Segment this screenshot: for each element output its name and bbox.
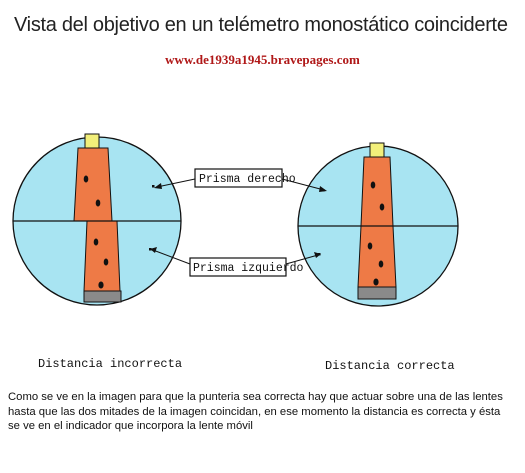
left-lower-dot: [149, 248, 152, 251]
right-bottom-door: [373, 278, 379, 286]
left-prism-arrow-right: [285, 254, 319, 265]
left-bottom-door: [98, 281, 104, 289]
right-prism-label-box: [194, 168, 283, 188]
source-url: www.de1939a1945.bravepages.com: [165, 52, 360, 67]
right-prism-arrow-right: [281, 178, 325, 191]
right-prism-label-group: Prisma derecho: [154, 168, 327, 192]
left-prism-arrowhead-right: [314, 252, 321, 258]
left-view: [12, 133, 182, 306]
right-bottom-tower-body: [357, 225, 397, 288]
right-bottom-tower: [357, 225, 397, 300]
right-prism-arrow-left: [156, 178, 196, 188]
left-prism-label-box: [189, 257, 287, 277]
left-upper-dot: [152, 185, 155, 188]
right-top-tower: [360, 142, 394, 227]
right-top-window: [370, 181, 376, 189]
page-title: Vista del objetivo en un telémetro monos…: [14, 14, 508, 36]
left-top-lamp: [84, 133, 100, 149]
right-bottom-window: [367, 242, 373, 250]
left-bottom-window: [93, 238, 99, 246]
right-prism-label: Prisma derecho: [199, 173, 296, 186]
right-bottom-tower-base: [357, 286, 397, 300]
caption-correct: Distancia correcta: [325, 359, 455, 373]
right-top-tower-body: [360, 156, 394, 227]
left-top-tower: [73, 133, 113, 222]
left-prism-label-group: Prisma izquierdo: [150, 247, 321, 277]
right-top-window: [379, 203, 385, 211]
left-prism-label: Prisma izquierdo: [193, 262, 304, 275]
right-top-lamp: [369, 142, 385, 158]
left-prism-arrow-left: [152, 249, 191, 265]
left-top-window: [95, 199, 101, 207]
right-view: [297, 142, 459, 307]
caption-incorrect: Distancia incorrecta: [38, 357, 183, 371]
left-prism-arrowhead-left: [150, 247, 157, 253]
right-prism-arrowhead-left: [154, 183, 162, 189]
left-top-tower-body: [73, 147, 113, 222]
left-top-window: [83, 175, 89, 183]
right-bottom-window: [378, 260, 384, 268]
left-bottom-tower: [83, 220, 122, 303]
left-bottom-tower-base: [83, 290, 122, 303]
left-bottom-tower-body: [83, 220, 121, 292]
description-text: Como se ve en la imagen para que la punt…: [8, 391, 503, 432]
right-prism-arrowhead-right: [319, 186, 327, 192]
left-bottom-window: [103, 258, 109, 266]
